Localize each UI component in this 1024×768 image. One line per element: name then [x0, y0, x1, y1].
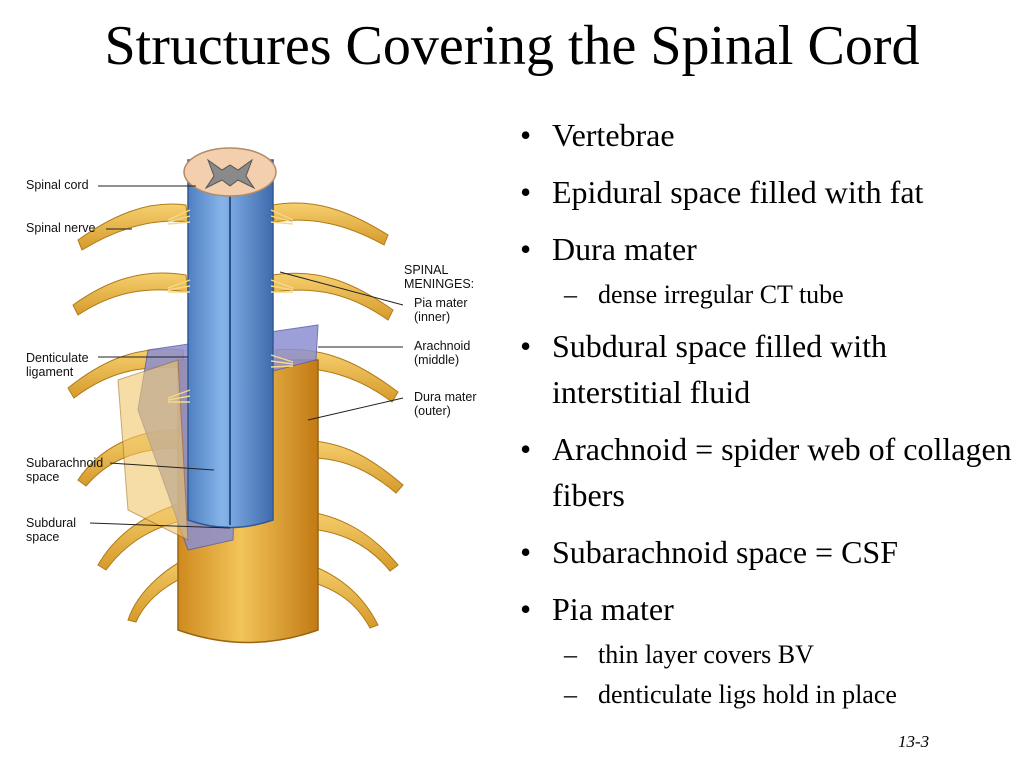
bullet-item: Arachnoid = spider web of collagen fiber… — [518, 426, 1018, 518]
leader-lines — [89, 185, 404, 529]
label-spinal-cord: Spinal cord — [26, 178, 89, 192]
sub-bullet-item: thin layer covers BV — [518, 637, 1018, 673]
dura-flap — [117, 359, 189, 541]
slide-number: 13-3 — [898, 732, 930, 751]
nerve-rootlets — [167, 209, 294, 403]
sub-bullet-item: dense irregular CT tube — [518, 277, 1018, 313]
bullet-item: Pia mater — [518, 586, 1018, 632]
bullet-list: Vertebrae Epidural space filled with fat… — [518, 112, 1018, 723]
slide-title: Structures Covering the Spinal Cord — [104, 15, 920, 77]
spinal-cord-illustration — [67, 147, 404, 644]
gray-matter — [204, 158, 256, 190]
label-subarachnoid-space: Subarachnoid space — [26, 456, 104, 484]
bullet-item: Epidural space filled with fat — [518, 169, 1018, 215]
label-pia-mater: Pia mater (inner) — [414, 296, 468, 324]
bullet-item: Subdural space filled with interstitial … — [518, 323, 1018, 415]
label-spinal-nerve: Spinal nerve — [26, 221, 96, 235]
label-arachnoid: Arachnoid (middle) — [414, 339, 471, 367]
sub-bullet-item: denticulate ligs hold in place — [518, 677, 1018, 713]
bullet-item: Subarachnoid space = CSF — [518, 529, 1018, 575]
label-dura-mater: Dura mater (outer) — [414, 390, 477, 418]
spinal-cord-figure: Spinal cord Spinal nerve SPINAL MENINGES… — [18, 110, 498, 670]
label-spinal-meninges: SPINAL MENINGES: — [404, 263, 475, 291]
bullet-item: Vertebrae — [518, 112, 1018, 158]
label-denticulate-ligament: Denticulate ligament — [26, 351, 89, 379]
label-subdural-space: Subdural space — [26, 516, 77, 544]
bullet-item: Dura mater — [518, 226, 1018, 272]
